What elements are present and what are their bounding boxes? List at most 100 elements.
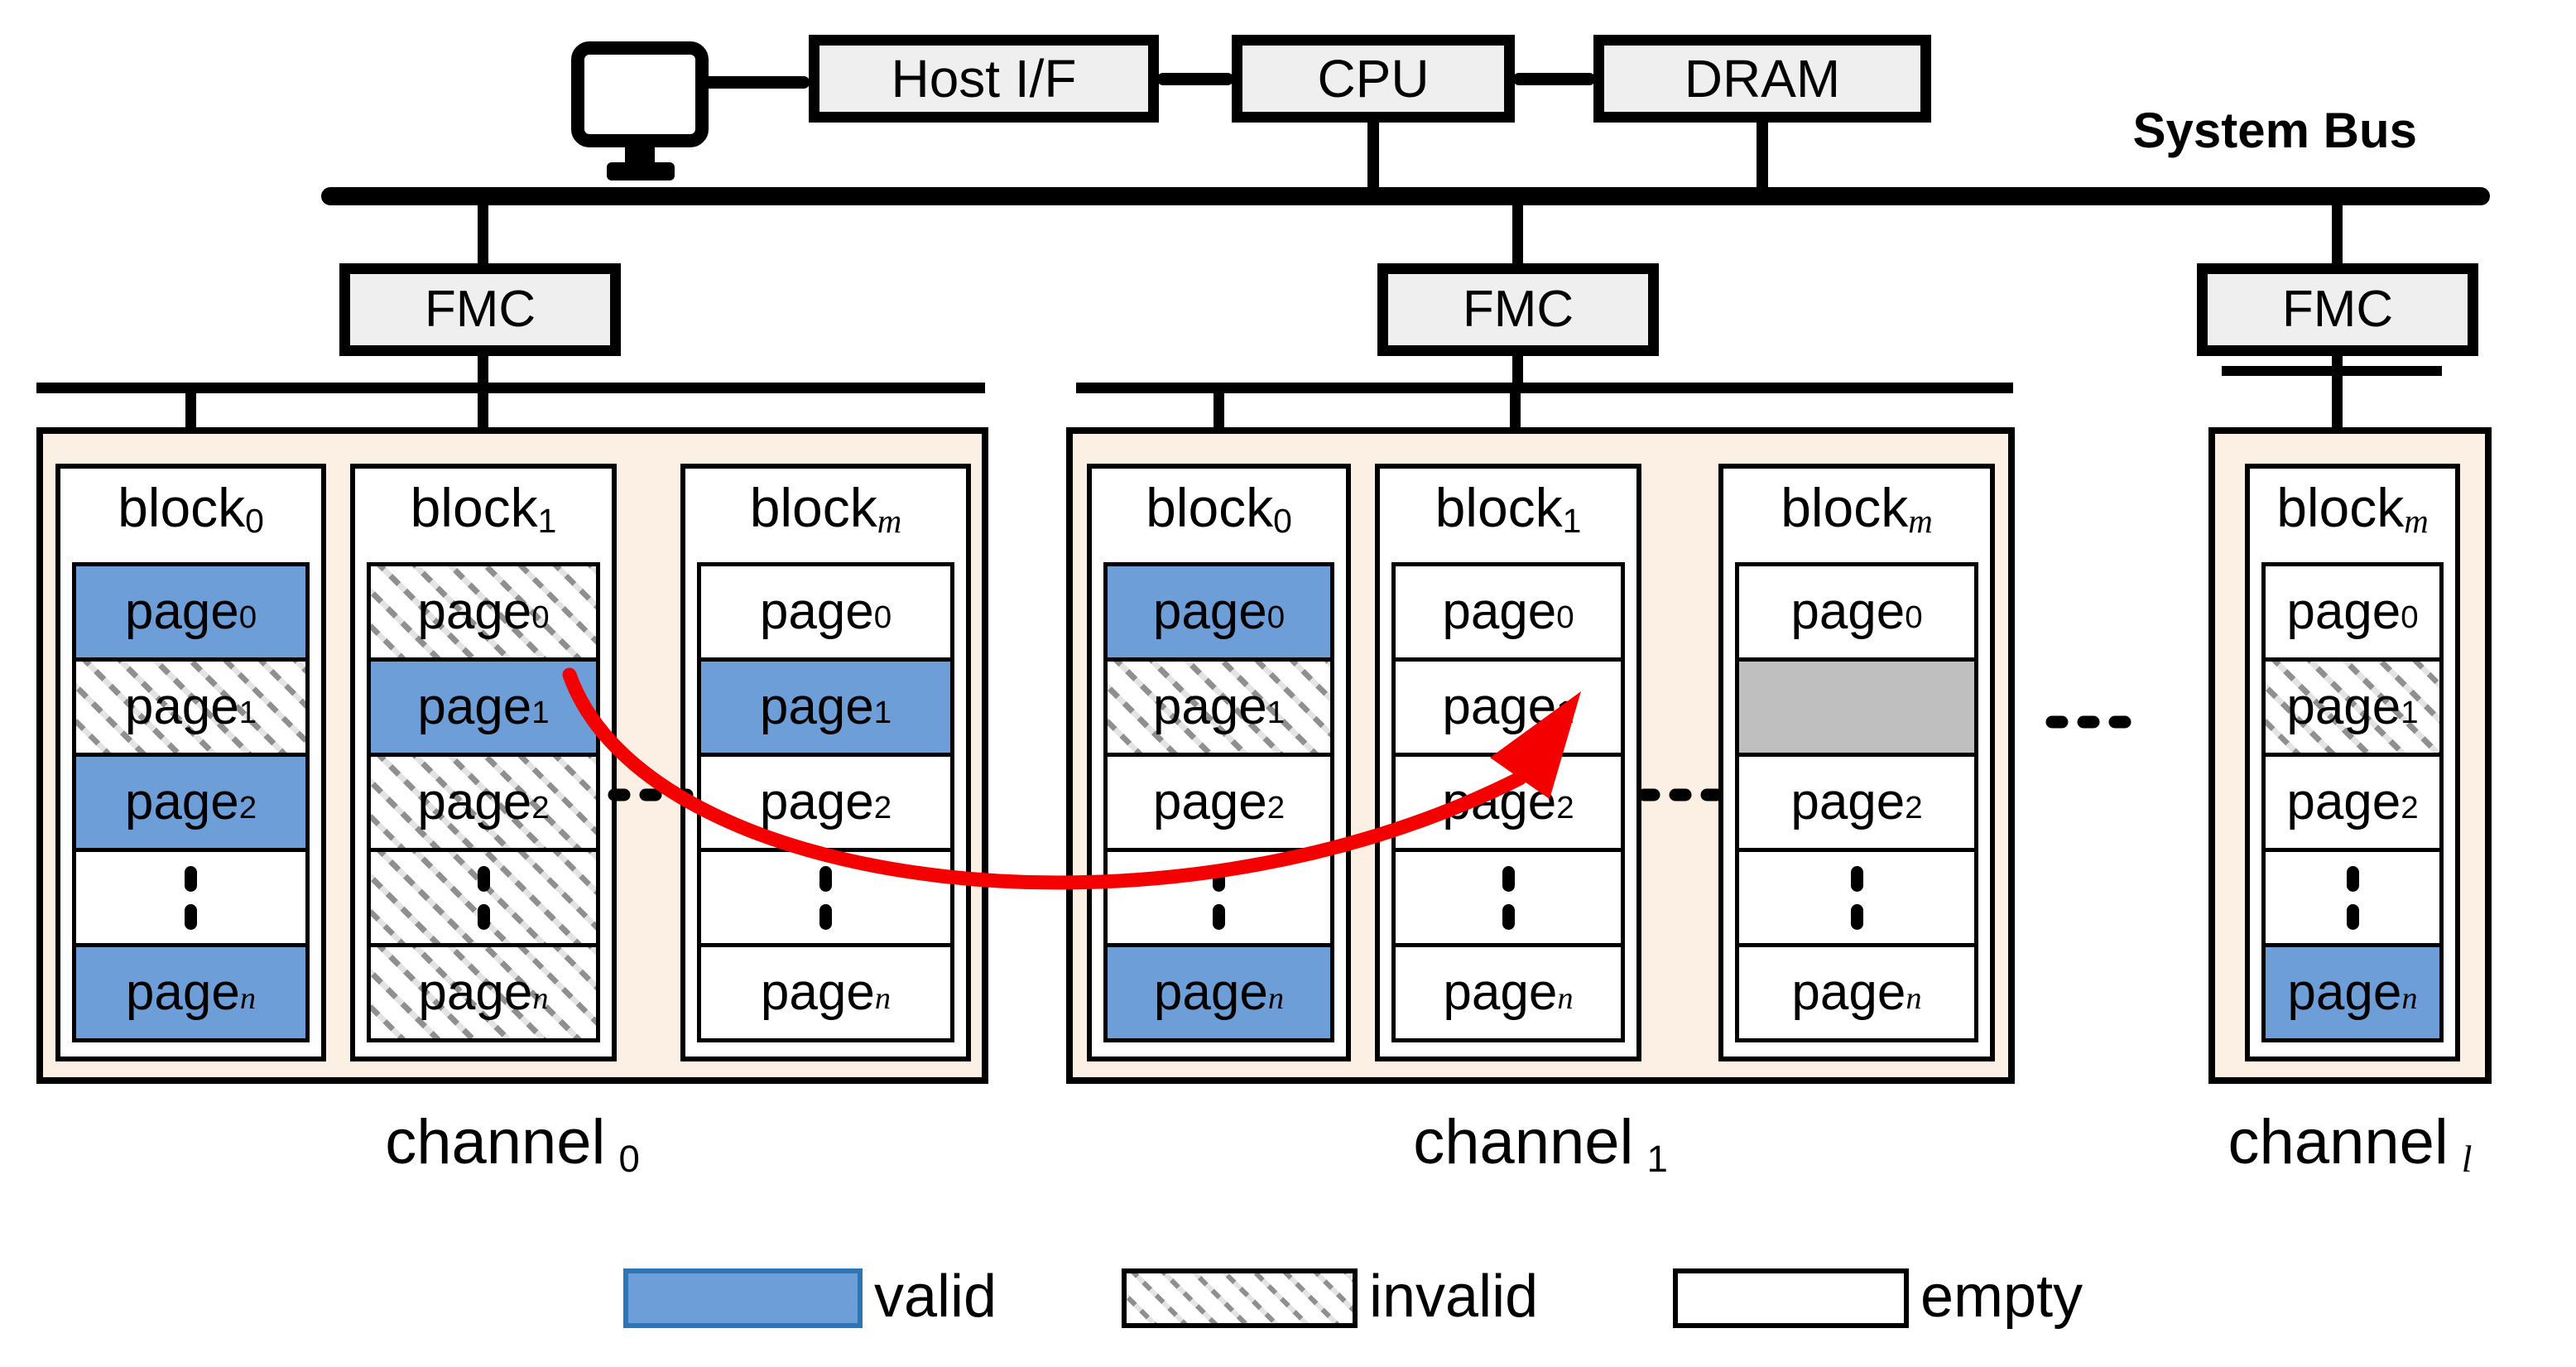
- page-cell-subscript: 0: [2401, 599, 2419, 635]
- page-cell-label: page: [759, 583, 874, 640]
- page-cell-subscript: 1: [1556, 694, 1574, 730]
- channel-label-text: channel: [1413, 1107, 1634, 1177]
- monitor-hostif-connector: [702, 76, 810, 89]
- page-cell-subscript: 1: [873, 694, 892, 730]
- fmc2-box: FMC: [2197, 263, 2478, 356]
- page-cell-dots: [2261, 848, 2444, 947]
- channel1-bus-bar: [1076, 383, 2013, 393]
- page-cell-label: page: [760, 964, 875, 1021]
- fmc0-label: FMC: [424, 281, 536, 338]
- page-cell-dots: [367, 848, 600, 947]
- ellipsis-separator: [608, 788, 694, 801]
- vertical-ellipsis-icon: [1502, 865, 1515, 930]
- cpu-bus-drop: [1367, 121, 1379, 189]
- host-if-box: Host I/F: [809, 35, 1159, 123]
- legend-label-valid: valid: [874, 1264, 997, 1330]
- channel-l-bus-bar: [2222, 366, 2442, 376]
- block-title-text: block: [410, 477, 538, 538]
- vertical-ellipsis-icon: [185, 865, 197, 930]
- block-title: block0: [60, 480, 321, 538]
- page-cell-label: page: [1442, 583, 1557, 640]
- legend-swatch-valid: [623, 1268, 863, 1328]
- vertical-ellipsis-icon: [1213, 865, 1225, 930]
- page-cell-label: page: [125, 964, 240, 1021]
- page-cell-subscript: 2: [873, 789, 892, 825]
- system-bus-label: System Bus: [2132, 103, 2417, 158]
- page-cell-subscript: 2: [238, 789, 257, 825]
- legend-label-empty: empty: [1920, 1264, 2083, 1330]
- block-title: blockm: [1723, 477, 1990, 538]
- page-cell-subscript: 0: [238, 599, 257, 635]
- host-if-label: Host I/F: [891, 49, 1077, 108]
- page-cell-subscript: 1: [2401, 694, 2419, 730]
- hostif-cpu-connector: [1157, 73, 1233, 85]
- channel-label-subscript: 1: [1646, 1138, 1668, 1181]
- page-cell-subscript: n: [2401, 980, 2418, 1016]
- block-title-text: block: [1146, 477, 1274, 538]
- page-cell-subscript: 1: [531, 694, 550, 730]
- page-cell-subscript: 1: [1266, 694, 1286, 730]
- page-cell-label: page: [417, 678, 532, 735]
- page-cell-label: page: [759, 773, 874, 830]
- page-cell-label: page: [1790, 773, 1906, 830]
- page-cell-label: page: [1791, 964, 1906, 1021]
- block-title-text: block: [1781, 477, 1909, 538]
- page-cell-label: page: [1152, 583, 1267, 640]
- legend-swatch-invalid: [1122, 1268, 1358, 1328]
- dram-label: DRAM: [1684, 49, 1841, 108]
- block-title-subscript: m: [2404, 503, 2429, 541]
- ellipsis-separator: [1637, 788, 1723, 801]
- page-cell-dots: [1391, 848, 1625, 947]
- page-cell-label: page: [124, 583, 239, 640]
- page-cell-dots: [1103, 848, 1334, 947]
- page-cell-label: page: [2287, 964, 2402, 1021]
- page-cell-label: page: [1790, 583, 1906, 640]
- page-cell-subscript: 2: [1905, 789, 1923, 825]
- legend-swatch-empty: [1673, 1268, 1909, 1328]
- page-cell-label: page: [2286, 583, 2401, 640]
- block-title-subscript: m: [1908, 503, 1933, 541]
- vertical-ellipsis-icon: [2346, 865, 2359, 930]
- fmc1-label: FMC: [1462, 281, 1574, 338]
- page-cell-subscript: 2: [1556, 789, 1574, 825]
- cpu-box: CPU: [1232, 35, 1515, 123]
- page-cell-label: page: [759, 678, 874, 735]
- channel-label-text: channel: [2228, 1107, 2449, 1177]
- page-cell-dots: [72, 848, 310, 947]
- legend-label-invalid: invalid: [1369, 1264, 1539, 1330]
- block-title-text: block: [2276, 477, 2405, 538]
- cpu-dram-connector: [1513, 73, 1595, 85]
- page-cell-subscript: n: [1557, 980, 1574, 1016]
- block-title-subscript: m: [877, 503, 902, 541]
- page-cell-subscript: n: [239, 980, 257, 1016]
- page-cell-label: page: [2286, 678, 2401, 735]
- page-cell-subscript: n: [1267, 980, 1285, 1016]
- dram-box: DRAM: [1593, 35, 1931, 123]
